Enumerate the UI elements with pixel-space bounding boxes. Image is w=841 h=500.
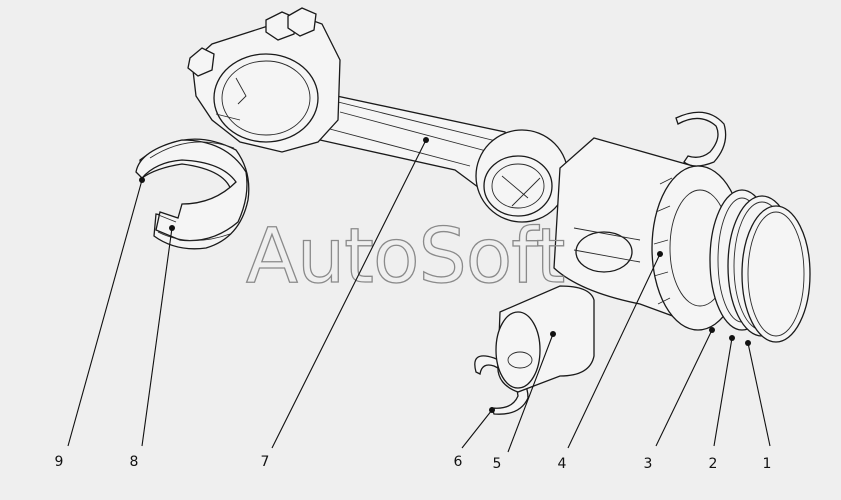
callout-4: 4 <box>558 456 567 472</box>
connecting-rod <box>187 7 569 223</box>
callout-8: 8 <box>130 454 139 470</box>
callout-6: 6 <box>454 454 463 470</box>
leader-lines <box>67 137 771 453</box>
callout-1: 1 <box>763 456 772 472</box>
callout-7: 7 <box>261 454 270 470</box>
callout-3: 3 <box>644 456 653 472</box>
piston-pin <box>495 285 595 393</box>
bearing-shells <box>135 138 250 250</box>
compression-rings <box>727 195 811 343</box>
callout-2: 2 <box>709 456 718 472</box>
autosoft-watermark: AutoSoft <box>246 211 564 300</box>
callout-labels: 1 2 3 4 5 6 7 8 9 <box>55 454 772 472</box>
callout-9: 9 <box>55 454 64 470</box>
callout-5: 5 <box>493 456 502 472</box>
